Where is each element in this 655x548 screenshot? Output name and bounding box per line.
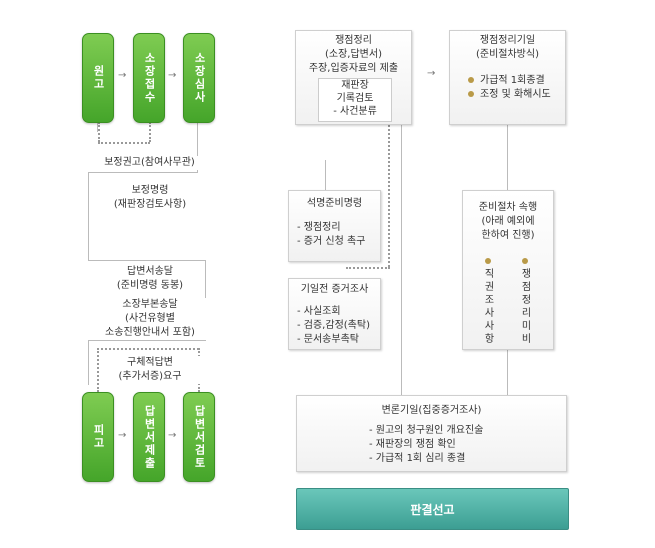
exception-ex-officio: 직권조사사항	[482, 268, 493, 346]
prep-procedure-note: 한하여 진행)	[481, 230, 535, 241]
issue-arrangement-title: 쟁점정리	[335, 35, 372, 46]
judge-review-line: 재판장	[341, 80, 369, 91]
arrow-right-icon: →	[118, 430, 127, 441]
connector-line	[197, 122, 198, 172]
arrow-right-icon: →	[118, 70, 127, 81]
connector-dotted	[97, 348, 199, 350]
plaintiff-box: 원고	[82, 33, 114, 123]
arrow-right-icon: →	[168, 430, 177, 441]
argument-date-card: 변론기일(집중증거조사) - 원고의 청구원인 개요진술 - 재판장의 쟁점 확…	[296, 395, 567, 472]
specific-answer-label: 구체적답변	[100, 356, 200, 370]
connector-line	[88, 172, 198, 173]
connector-line	[97, 122, 98, 132]
connector-line	[401, 125, 402, 395]
arrow-right-icon: →	[168, 70, 177, 81]
clarification-title: 석명준비명령	[306, 198, 363, 209]
bullet-icon	[468, 77, 474, 83]
prep-procedure-note: (아래 예외에	[481, 216, 535, 227]
pre-evidence-item: - 문서송부촉탁	[297, 334, 359, 345]
specific-answer-note: (추가서증)요구	[100, 370, 200, 384]
pre-evidence-title: 기일전 증거조사	[300, 284, 369, 295]
exception-issue-incomplete: 쟁점정리미비	[519, 268, 530, 346]
connector-dotted	[149, 122, 151, 142]
correction-order-label: 보정명령	[95, 184, 205, 198]
bullet-icon	[485, 258, 491, 264]
argument-date-item: - 원고의 청구원인 개요진술	[369, 425, 484, 436]
connector-dotted	[98, 122, 100, 142]
arrow-right-icon: →	[427, 68, 436, 79]
argument-date-item: - 가급적 1회 심리 종결	[369, 453, 466, 464]
connector-dotted	[98, 142, 150, 144]
answer-delivery-note: (준비명령 동봉)	[95, 279, 205, 293]
clarification-item: - 쟁점정리	[297, 222, 341, 233]
issue-date-subtitle: (준비절차방식)	[475, 49, 539, 60]
connector-line	[507, 350, 508, 395]
judge-review-line: - 사건분류	[333, 106, 377, 117]
complaint-delivery-label: 소장부본송달	[92, 298, 208, 312]
answer-delivery-label: 답변서송달	[95, 265, 205, 279]
issue-date-item: 조정 및 화해시도	[450, 88, 565, 102]
complaint-review-box: 소장심사	[183, 33, 215, 123]
connector-line	[88, 340, 206, 341]
connector-line	[88, 340, 89, 385]
connector-line	[88, 172, 89, 260]
complaint-filing-box: 소장접수	[133, 33, 165, 123]
clarification-card: 석명준비명령 - 쟁점정리 - 증거 신청 촉구	[288, 190, 381, 262]
connector-dotted	[388, 125, 390, 267]
connector-line	[325, 160, 326, 190]
bullet-icon	[468, 91, 474, 97]
pre-evidence-item: - 사실조회	[297, 306, 341, 317]
judge-review-line: 기록검토	[336, 93, 374, 104]
issue-date-card: 쟁점정리기일 (준비절차방식) 가급적 1회종결 조정 및 화해시도	[449, 30, 566, 125]
correction-order-note: (재판장검토사항)	[95, 198, 205, 212]
connector-line	[507, 125, 508, 190]
argument-date-item: - 재판장의 쟁점 확인	[369, 439, 456, 450]
issue-date-item: 가급적 1회종결	[450, 74, 565, 88]
pre-evidence-item: - 검증,감정(촉탁)	[297, 320, 370, 331]
answer-review-box: 답변서검토	[183, 392, 215, 482]
pre-evidence-card: 기일전 증거조사 - 사실조회 - 검증,감정(촉탁) - 문서송부촉탁	[288, 278, 381, 350]
verdict-box: 판결선고	[296, 488, 569, 530]
defendant-box: 피고	[82, 392, 114, 482]
argument-date-title: 변론기일(집중증거조사)	[381, 405, 482, 416]
complaint-delivery-note: 소송진행안내서 포함)	[90, 326, 210, 340]
issue-arrangement-subtitle: (소장,답변서)	[325, 49, 382, 60]
correction-advice-label: 보정권고(참여사무관)	[92, 156, 207, 170]
prep-procedure-card: 준비절차 속행 (아래 예외에 한하여 진행)	[462, 190, 554, 350]
connector-dotted	[346, 267, 390, 269]
judge-review-box: 재판장 기록검토 - 사건분류	[318, 78, 392, 122]
connector-dotted	[97, 348, 99, 392]
clarification-item: - 증거 신청 촉구	[297, 236, 366, 247]
issue-date-title: 쟁점정리기일	[479, 35, 536, 46]
answer-submission-box: 답변서제출	[133, 392, 165, 482]
complaint-delivery-note: (사건유형별	[92, 312, 208, 326]
issue-arrangement-desc: 주장,입증자료의 제출	[308, 63, 399, 74]
bullet-icon	[522, 258, 528, 264]
prep-procedure-title: 준비절차 속행	[478, 202, 538, 213]
connector-line	[88, 260, 205, 261]
